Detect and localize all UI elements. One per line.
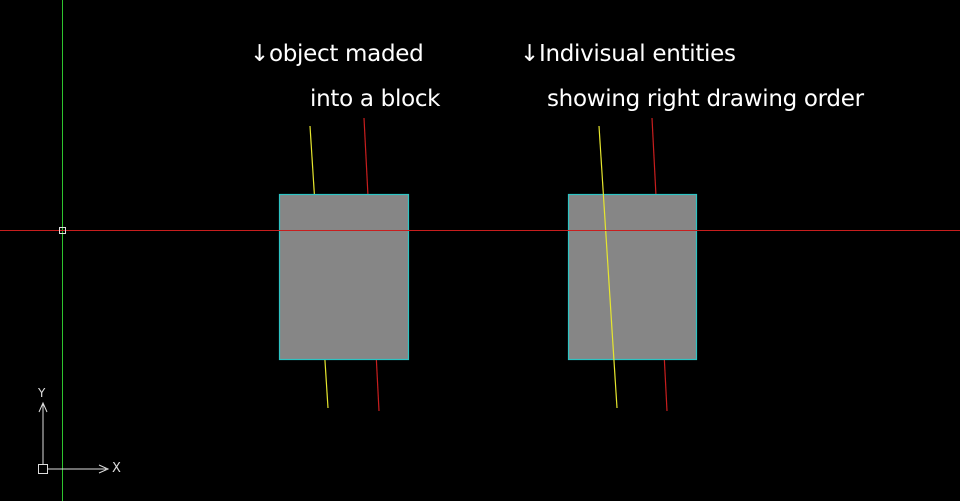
ucs-y-label: Y bbox=[38, 386, 46, 400]
block-annotation-line1: ↓object maded bbox=[250, 41, 424, 67]
yellow-line-entity[interactable] bbox=[598, 125, 618, 409]
gray-rectangle-block[interactable] bbox=[278, 193, 410, 361]
entities-annotation-line1: ↓Indivisual entities bbox=[520, 41, 736, 67]
gray-rectangle-entity[interactable] bbox=[567, 193, 698, 361]
block-annotation-line2: into a block bbox=[310, 86, 441, 112]
crosshair-pickbox-icon bbox=[59, 227, 66, 234]
individual-entities[interactable] bbox=[567, 117, 698, 412]
ucs-x-label: X bbox=[112, 461, 121, 476]
entities-annotation-line2: showing right drawing order bbox=[547, 86, 864, 112]
ucs-icon bbox=[38, 401, 110, 474]
block-object[interactable] bbox=[278, 117, 410, 412]
